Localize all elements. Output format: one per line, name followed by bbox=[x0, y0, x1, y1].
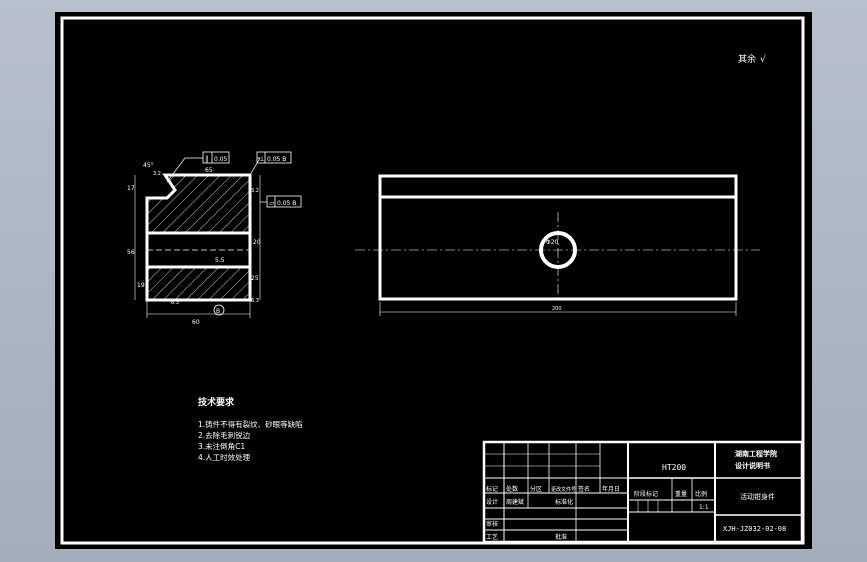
svg-text:0.05 B: 0.05 B bbox=[277, 200, 296, 207]
tb-standardized: 标准化 bbox=[555, 498, 573, 506]
tech-req-item-3: 3.未注倒角C1 bbox=[198, 441, 245, 451]
tb-header-sign: 签名 bbox=[578, 485, 590, 493]
tb-approve: 批准 bbox=[555, 533, 567, 541]
dim-side-left-mid: 56 bbox=[127, 249, 135, 256]
datum-b-label: B bbox=[216, 308, 220, 315]
drawing-canvas: 其余 √ 17 56 19 65 20 bbox=[60, 16, 805, 545]
dim-side-top: 65 bbox=[205, 167, 213, 174]
surface-note: 其余 bbox=[738, 53, 756, 65]
center-slot bbox=[145, 231, 252, 269]
tb-material: HT200 bbox=[662, 463, 686, 472]
tb-review: 审核 bbox=[486, 520, 498, 528]
tb-company: 湖南工程学院 bbox=[735, 449, 777, 458]
tech-req-item-2: 2.去除毛刺锐边 bbox=[198, 430, 251, 440]
dim-side-left-top: 17 bbox=[127, 185, 135, 192]
datum-b-marker bbox=[213, 304, 225, 316]
tb-scale-value: 1:1 bbox=[699, 504, 709, 511]
tb-drawing-no: XJH-JZ032-02-08 bbox=[723, 525, 786, 533]
tb-stage-marker: 阶段标记 bbox=[634, 490, 658, 498]
roughness-mark-4: 6.3 bbox=[251, 298, 259, 304]
tb-header-date: 年月日 bbox=[602, 485, 620, 493]
roughness-mark-3: 3.2 bbox=[251, 188, 259, 194]
svg-text:0.05 B: 0.05 B bbox=[267, 156, 286, 163]
svg-text:∥: ∥ bbox=[205, 155, 209, 163]
tb-header-count: 处数 bbox=[506, 485, 518, 493]
tech-req-item-4: 4.人工时效处理 bbox=[198, 452, 251, 462]
tb-process: 工艺 bbox=[486, 533, 498, 541]
tb-weight: 重量 bbox=[675, 490, 687, 498]
sheet-border bbox=[60, 16, 805, 545]
dim-front-length: 200 bbox=[552, 306, 562, 312]
tb-company-sub: 设计说明书 bbox=[735, 461, 770, 470]
front-outline bbox=[378, 174, 738, 301]
gdt-frame-parallel: ∥ 0.05 bbox=[166, 151, 230, 183]
tb-scale-label: 比例 bbox=[695, 490, 707, 498]
dim-side-mid: 5.5 bbox=[215, 257, 225, 264]
tech-req-heading: 技术要求 bbox=[198, 396, 235, 408]
tb-designer: 周建斌 bbox=[506, 498, 524, 506]
tb-header-file: 更改文件号 bbox=[551, 486, 576, 493]
lower-section-body bbox=[145, 265, 252, 302]
dim-hole-diameter: Φ20 bbox=[546, 239, 559, 246]
tech-req-item-1: 1.铸件不得有裂纹、砂眼等缺陷 bbox=[198, 419, 303, 429]
svg-text:▱: ▱ bbox=[269, 199, 275, 207]
roughness-mark-2: 6.3 bbox=[171, 300, 179, 306]
tb-header-zone: 分区 bbox=[530, 485, 542, 493]
svg-text:0.05: 0.05 bbox=[214, 156, 228, 163]
dim-side-right-low: 25 bbox=[251, 275, 259, 282]
title-block-text: 标记 处数 分区 更改文件号 签名 年月日 设计 周建斌 标准化 审核 工艺 批… bbox=[486, 449, 786, 541]
tb-header-mark: 标记 bbox=[486, 485, 498, 493]
gdt-frame-perpendicular: ⊥ 0.05 B bbox=[249, 151, 292, 176]
tb-part-name: 活动钳身件 bbox=[740, 492, 775, 501]
tb-design-label: 设计 bbox=[486, 498, 498, 506]
svg-text:⊥: ⊥ bbox=[259, 155, 265, 163]
bolt-hole bbox=[539, 231, 577, 269]
roughness-mark-1: 3.2 bbox=[153, 171, 161, 177]
dim-angle: 45° bbox=[143, 162, 154, 169]
title-block bbox=[482, 440, 804, 544]
gdt-frame-flatness: ▱ 0.05 B bbox=[260, 195, 302, 208]
front-view: Φ20 200 bbox=[355, 174, 760, 316]
dim-side-left-low: 19 bbox=[137, 282, 145, 289]
drawing-sheet: 其余 √ 17 56 19 65 20 bbox=[55, 12, 812, 549]
dim-side-bottom: 60 bbox=[192, 319, 200, 326]
upper-section-body bbox=[145, 173, 252, 235]
side-view-section: 17 56 19 65 20 25 60 5.5 45° 3.2 6.3 3.2… bbox=[127, 151, 302, 326]
dim-side-right: 20 bbox=[253, 239, 261, 246]
technical-requirements: 技术要求 1.铸件不得有裂纹、砂眼等缺陷 2.去除毛刺锐边 3.未注倒角C1 4… bbox=[198, 396, 303, 462]
roughness-symbol-icon: √ bbox=[760, 54, 766, 65]
